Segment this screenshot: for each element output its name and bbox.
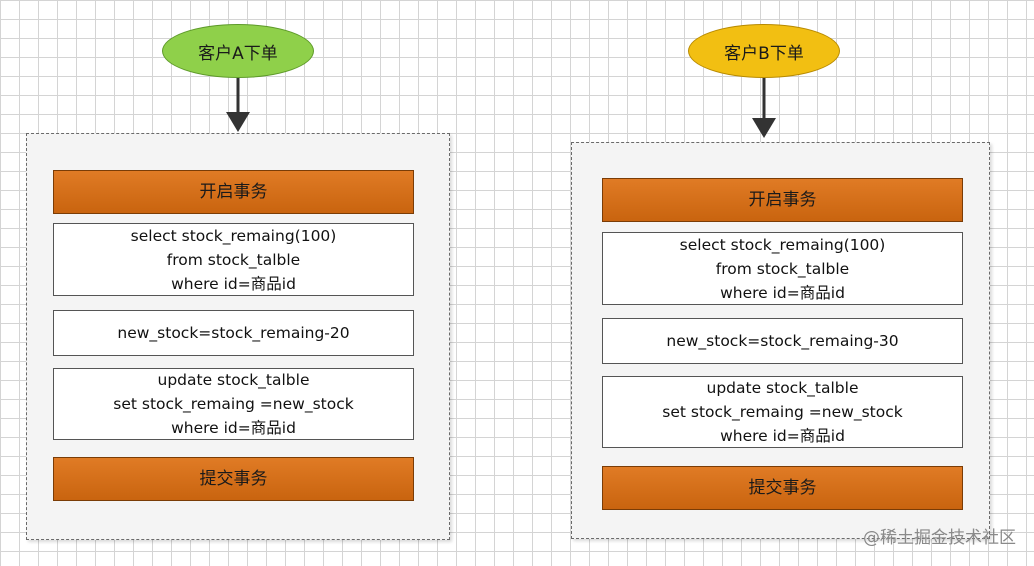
update-line-1: update stock_talble [706, 379, 859, 397]
watermark: @稀土掘金技术社区 [863, 528, 1016, 548]
select-line-2: from stock_talble [715, 259, 850, 278]
arrow-b [752, 78, 776, 138]
customer-b-order-node: 客户B下单 [688, 24, 840, 78]
start-transaction-box: 开启事务 [602, 178, 963, 222]
update-line-2: set stock_remaing =new_stock [662, 403, 903, 421]
start-transaction-box: 开启事务 [53, 170, 414, 214]
start-transaction-label: 开启事务 [199, 182, 268, 202]
compute-stock-box: new_stock=stock_remaing-20 [53, 310, 414, 356]
commit-transaction-label: 提交事务 [748, 478, 817, 498]
select-line-3: where id=商品id [171, 274, 296, 293]
update-query-box: update stock_talble set stock_remaing =n… [53, 368, 414, 440]
update-line-2: set stock_remaing =new_stock [113, 395, 354, 413]
transaction-panel-a: 开启事务 select stock_remaing(100) from stoc… [26, 133, 450, 540]
select-query-box: select stock_remaing(100) from stock_tal… [53, 223, 414, 296]
compute-stock-label: new_stock=stock_remaing-20 [117, 324, 350, 342]
transaction-panel-b: 开启事务 select stock_remaing(100) from stoc… [571, 142, 990, 539]
arrow-a [226, 78, 250, 132]
customer-a-order-node: 客户A下单 [162, 24, 314, 78]
select-line-2: from stock_talble [166, 250, 301, 269]
update-query-box: update stock_talble set stock_remaing =n… [602, 376, 963, 448]
customer-b-title: 客户B下单 [724, 43, 804, 64]
update-line-3: where id=商品id [720, 427, 845, 445]
customer-a-title: 客户A下单 [198, 43, 278, 64]
commit-transaction-box: 提交事务 [602, 466, 963, 510]
update-line-1: update stock_talble [157, 371, 310, 389]
select-query-box: select stock_remaing(100) from stock_tal… [602, 232, 963, 305]
select-line-1: select stock_remaing(100) [130, 226, 337, 245]
commit-transaction-label: 提交事务 [199, 469, 268, 489]
update-line-3: where id=商品id [171, 419, 296, 437]
commit-transaction-box: 提交事务 [53, 457, 414, 501]
start-transaction-label: 开启事务 [748, 190, 817, 210]
compute-stock-label: new_stock=stock_remaing-30 [666, 332, 899, 350]
select-line-3: where id=商品id [720, 283, 845, 302]
select-line-1: select stock_remaing(100) [679, 235, 886, 254]
compute-stock-box: new_stock=stock_remaing-30 [602, 318, 963, 364]
